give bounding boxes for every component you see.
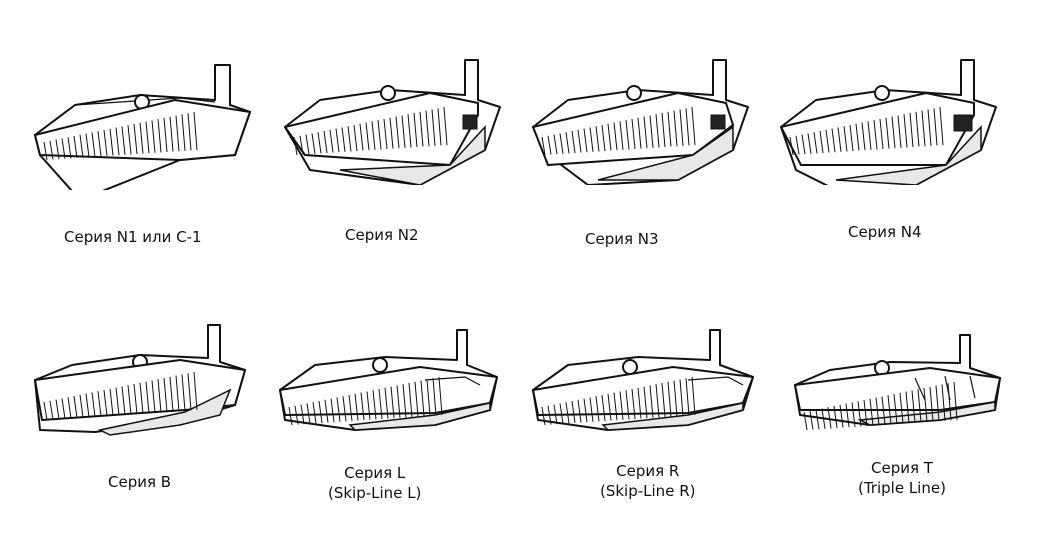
caption-series-n1: Серия N1 или C-1 [64,228,202,246]
tooth-bar-n3-icon [528,55,773,185]
caption-series-n4: Серия N4 [848,223,922,241]
tooth-bar-n4-icon [776,55,1021,185]
caption-series-r: Серия R(Skip-Line R) [600,462,696,500]
caption-series-n2: Серия N2 [345,226,419,244]
caption-series-b: Серия B [108,473,172,491]
tooth-bar-l-icon [275,325,520,455]
tooth-bar-r-icon [528,325,773,455]
tooth-bar-n1-icon [30,60,275,190]
tooth-bar-t-icon [790,330,1035,460]
caption-series-n3: Серия N3 [585,230,659,248]
tooth-bar-n2-icon [280,55,525,185]
caption-series-t: Серия T(Triple Line) [858,459,946,497]
caption-series-l: Серия L(Skip-Line L) [328,464,422,502]
tooth-bar-b-icon [30,320,275,450]
